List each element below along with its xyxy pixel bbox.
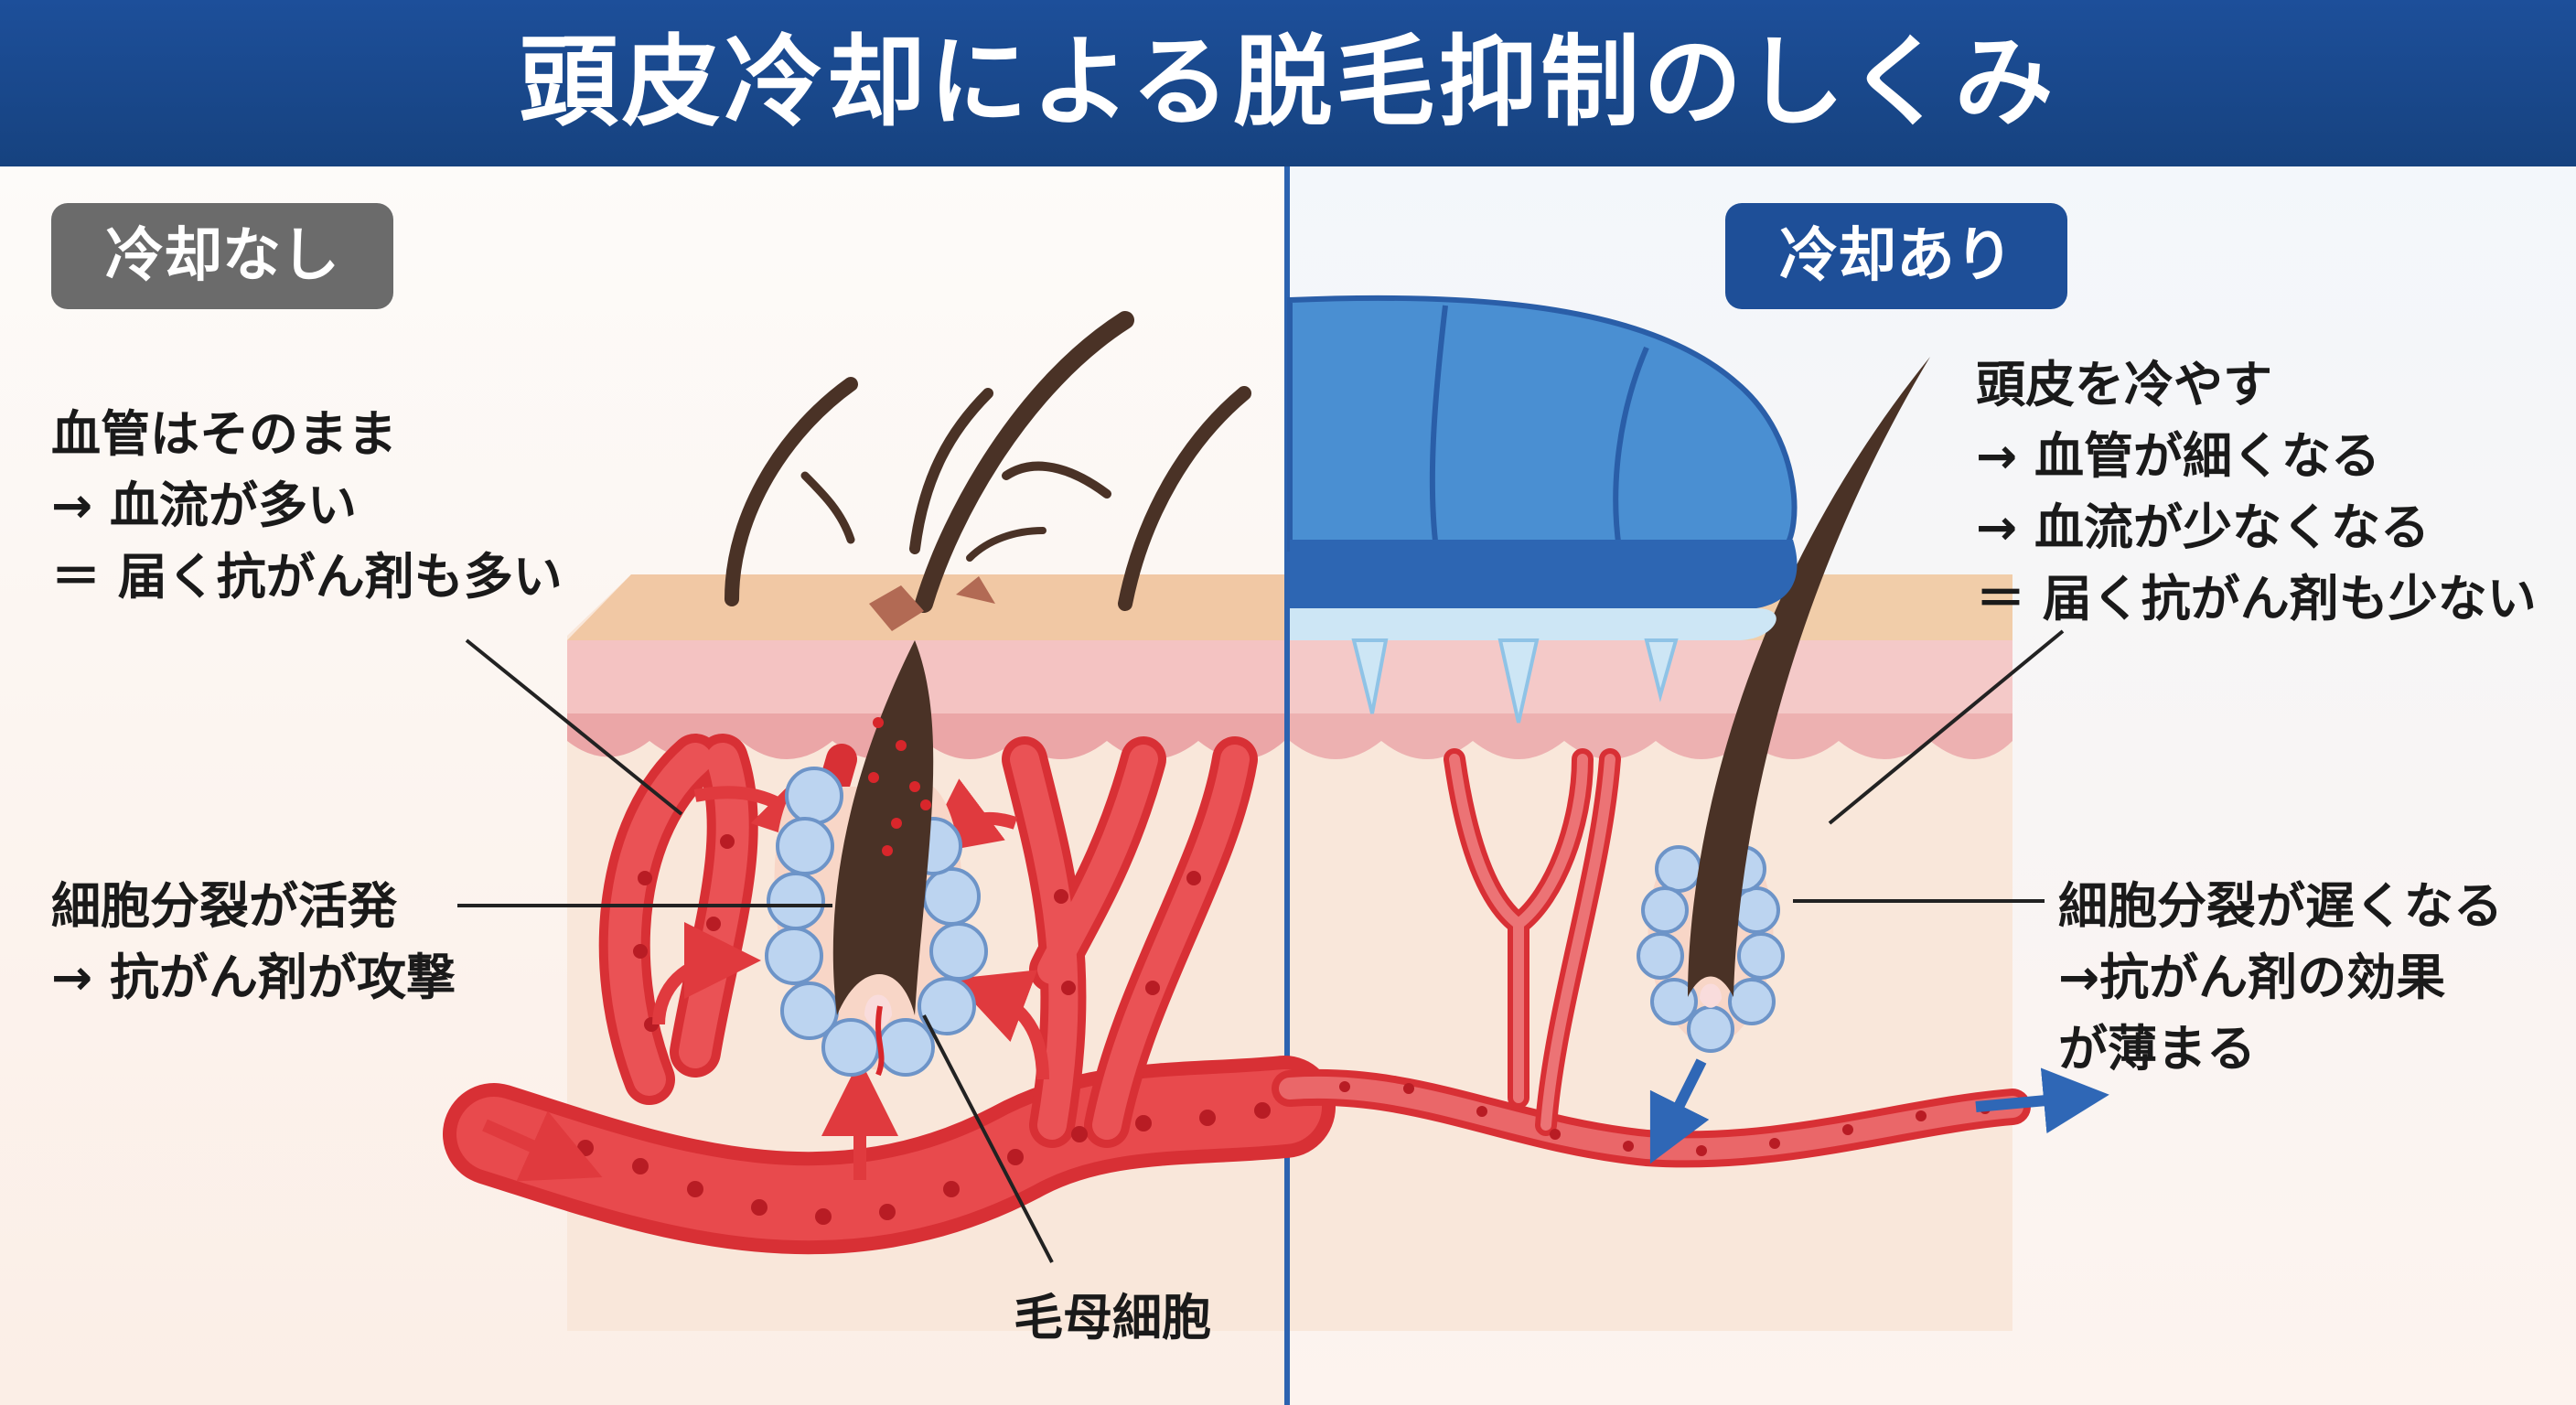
note-cell-division-left: 細胞分裂が活発 → 抗がん剤が攻撃 — [51, 877, 456, 1006]
cold-pack — [1287, 295, 1798, 724]
label-hair-matrix-cells: 毛母細胞 — [1014, 1289, 1211, 1346]
hair-follicle-left — [765, 640, 988, 1077]
hair-follicle-right — [1637, 357, 1930, 1053]
hair-strands-left — [724, 311, 1251, 613]
panel-divider — [1284, 166, 1290, 1405]
header-bar — [0, 0, 2576, 166]
note-cell-division-right: 細胞分裂が遅くなる →抗がん剤の効果 が薄まる — [2058, 877, 2503, 1078]
flow-arrows-right — [1649, 1058, 2109, 1164]
flow-arrows-left — [482, 768, 1049, 1182]
hair-shed-fragments — [869, 576, 995, 631]
blood-vessels-right — [1272, 748, 2031, 1168]
badge-with-cooling: 冷却あり — [1725, 203, 2067, 309]
page-title: 頭皮冷却による脱毛抑制のしくみ — [519, 26, 2057, 140]
note-blood-flow-left: 血管はそのまま → 血流が多い ＝ 届く抗がん剤も多い — [51, 405, 563, 606]
badge-no-cooling: 冷却なし — [51, 203, 393, 309]
blood-vessels-left — [443, 734, 1336, 1255]
leader-lines — [457, 629, 2065, 1263]
note-cooling-effect-right: 頭皮を冷やす → 血管が細くなる → 血流が少なくなる ＝ 届く抗がん剤も少ない — [1976, 356, 2537, 627]
